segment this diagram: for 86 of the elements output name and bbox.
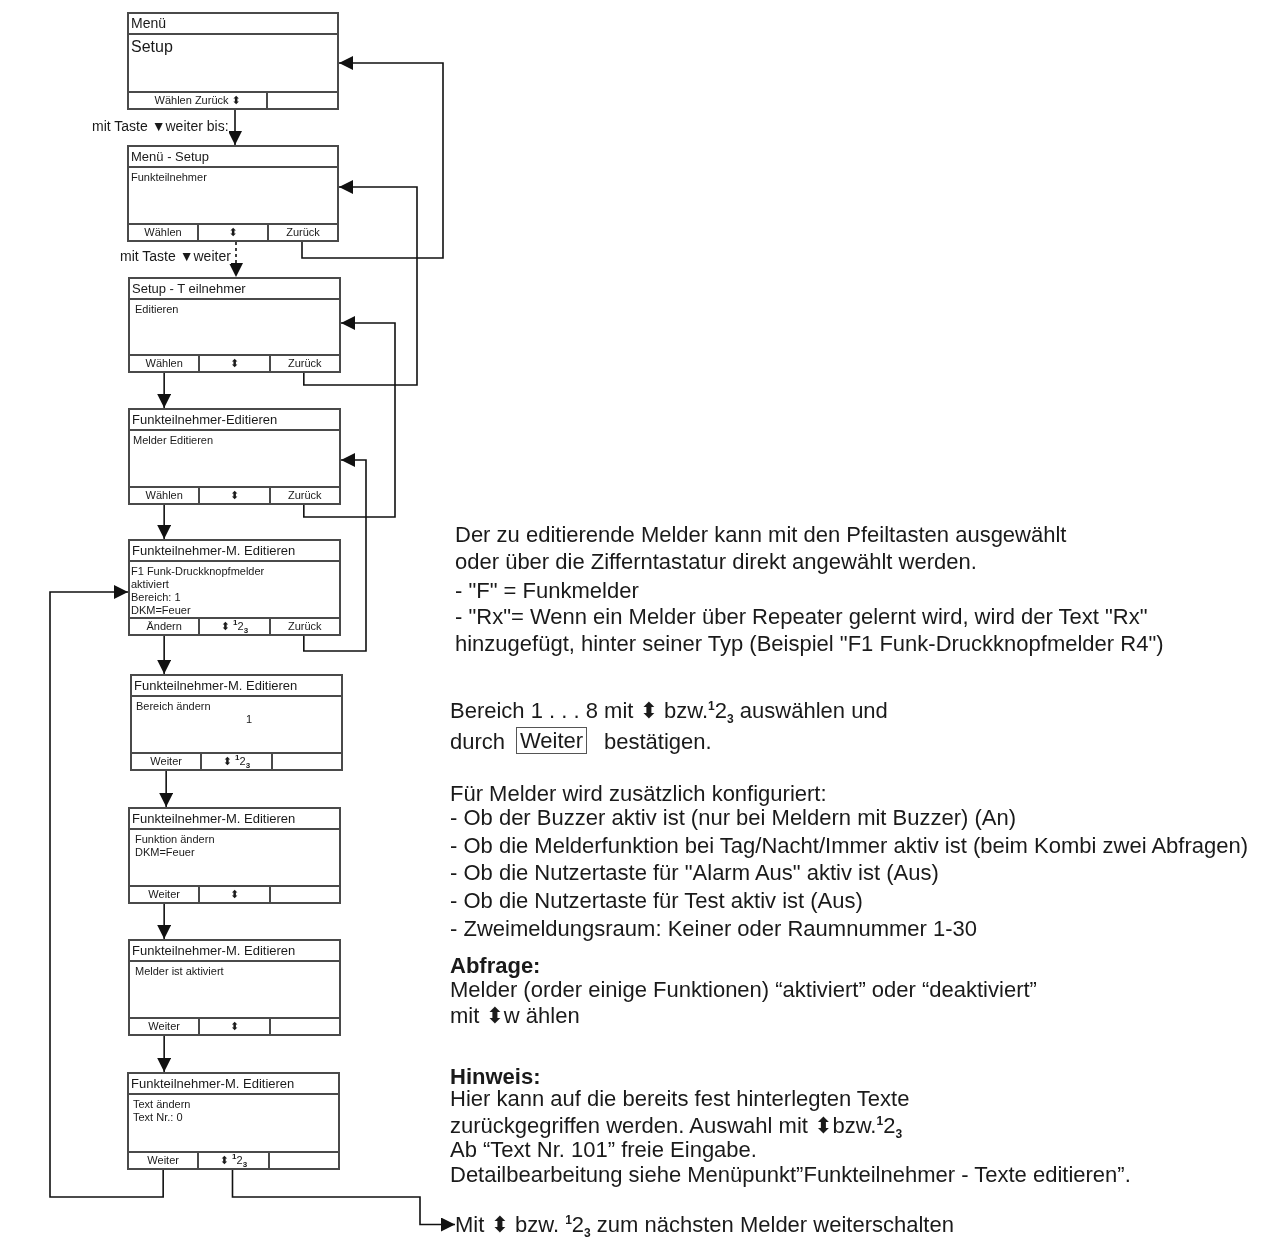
screen-text: Text Nr.: 0: [133, 1111, 184, 1124]
softkey-cell: Weiter: [130, 1017, 199, 1034]
note-text: - "F" = Funkmelder: [455, 577, 639, 604]
connector-arrow: [229, 241, 243, 278]
display-screen: [127, 12, 339, 110]
screen-text: aktiviert: [131, 578, 170, 591]
softkey-cell: ⬍: [198, 885, 269, 902]
connector-arrow: [49, 585, 164, 1198]
softkey-cell: Wählen Zurück ⬍: [129, 91, 267, 108]
display-screen: [128, 807, 341, 904]
softkey-cell: Weiter: [132, 752, 201, 769]
softkey-cell: Weiter: [129, 1151, 198, 1168]
softkey-cell: Zurück: [268, 617, 339, 634]
note-text: Der zu editierende Melder kann mit den Pfeiltasten ausgewählt oder über die Zifferntastatur direkt angewählt werden.: [455, 521, 1068, 575]
note-text: - Ob der Buzzer aktiv ist (nur bei Meldern mit Buzzer) (An): [450, 805, 1017, 831]
display-screen: [127, 1072, 340, 1170]
note-text: - Zweimeldungsraum: Keiner oder Raumnummer 1-30: [450, 915, 977, 942]
screen-text: Funkteilnehmer: [131, 171, 208, 184]
empty-softkey-cell: [270, 752, 341, 769]
screen-title: Funkteilnehmer-M. Editieren: [130, 541, 339, 562]
empty-softkey-cell: [267, 1151, 338, 1168]
softkey-cell: ⬍: [198, 354, 269, 371]
screen-title: Setup - T eilnehmer: [130, 279, 339, 300]
screen-text: Melder ist aktiviert: [135, 965, 225, 978]
note-text: mit ⬍w ählen: [450, 1002, 580, 1029]
screen-title: Menü: [129, 14, 337, 35]
screen-title: Funkteilnehmer-Editieren: [130, 410, 339, 431]
edge-label: mit Taste ▼weiter bis:: [92, 118, 229, 134]
screen-text: Setup: [131, 38, 174, 56]
display-screen: [128, 277, 341, 373]
screen-text: DKM=Feuer: [135, 846, 196, 859]
edge-label: mit Taste ▼weiter: [120, 248, 231, 264]
softkey-cell: Wählen: [130, 486, 199, 503]
connector-arrow: [301, 56, 444, 259]
softkey-cell: Zurück: [268, 486, 339, 503]
screen-text: Bereich ändern: [136, 700, 212, 713]
softkey-cell: Weiter: [130, 885, 199, 902]
softkey-cell: Ändern: [130, 617, 199, 634]
softkey-cell: Wählen: [129, 223, 197, 240]
note-heading: Abfrage:: [450, 952, 541, 979]
screen-text: F1 Funk-Druckknopfmelder: [131, 565, 266, 578]
screen-text: Text ändern: [133, 1098, 192, 1111]
display-screen: [128, 539, 341, 636]
note-text: Ab “Text Nr. 101” freie Eingabe.: [450, 1137, 757, 1163]
empty-softkey-cell: [268, 1017, 339, 1034]
connector-arrow: [303, 180, 418, 386]
screen-title: Funkteilnehmer-M. Editieren: [129, 1074, 338, 1095]
note-text: Melder (order einige Funktionen) “aktiviert” oder “deaktiviert”: [450, 977, 1037, 1003]
display-screen: [128, 408, 341, 505]
note-text: Für Melder wird zusätzlich konfiguriert:: [450, 780, 827, 807]
note-text: Bereich 1 . . . 8 mit ⬍ bzw.$^{1}$2$_{3}$ auswählen und: [450, 697, 888, 724]
softkey-cell: ⬍ $^{1}$2$_{3}$: [200, 752, 271, 769]
note-text: - Ob die Melderfunktion bei Tag/Nacht/Immer aktiv ist (beim Kombi zwei Abfragen): [450, 832, 1249, 859]
screen-text: Funktion ändern: [135, 833, 216, 846]
note-text: Detailbearbeitung siehe Menüpunkt”Funkteilnehmer - Texte editieren”.: [450, 1162, 1131, 1188]
note-text: durch: [450, 728, 506, 755]
softkey-cell: Zurück: [268, 354, 339, 371]
softkey-cell: ⬍ $^{1}$2$_{3}$: [198, 617, 269, 634]
screen-text: DKM=Feuer: [131, 604, 192, 617]
connector-arrow: [303, 453, 367, 652]
softkey-cell: ⬍: [198, 1017, 269, 1034]
screen-text: 1: [245, 713, 254, 726]
note-text: bestätigen.: [604, 728, 712, 755]
softkey-cell: Wählen: [130, 354, 199, 371]
screen-text: Bereich: 1: [131, 591, 182, 604]
display-screen: [127, 145, 339, 242]
screen-title: Funkteilnehmer-M. Editieren: [130, 941, 339, 962]
display-screen: [130, 674, 343, 771]
empty-softkey-cell: [266, 91, 337, 108]
display-screen: [128, 939, 341, 1036]
softkey-cell: Zurück: [267, 223, 337, 240]
key-label: Weiter: [516, 727, 588, 754]
connector-arrow: [303, 316, 396, 518]
screen-title: Funkteilnehmer-M. Editieren: [132, 676, 341, 697]
note-text: - "Rx"= Wenn ein Melder über Repeater gelernt wird, wird der Text "Rx" hinzugefügt, hinter seiner Typ (Beispiel "F1 Funk-Druckknopfmelder R4"): [455, 603, 1165, 657]
note-text: - Ob die Nutzertaste für Test aktiv ist (Aus): [450, 887, 863, 914]
screen-text: Melder Editieren: [133, 434, 215, 447]
softkey-cell: ⬍: [197, 223, 267, 240]
softkey-cell: ⬍: [198, 486, 269, 503]
connector-arrow: [228, 109, 242, 146]
empty-softkey-cell: [268, 885, 339, 902]
screen-text: Editieren: [135, 303, 180, 316]
screen-title: Menü - Setup: [129, 147, 337, 168]
screen-title: Funkteilnehmer-M. Editieren: [130, 809, 339, 830]
softkey-cell: ⬍ $^{1}$2$_{3}$: [197, 1151, 268, 1168]
note-text: - Ob die Nutzertaste für "Alarm Aus" aktiv ist (Aus): [450, 859, 939, 886]
